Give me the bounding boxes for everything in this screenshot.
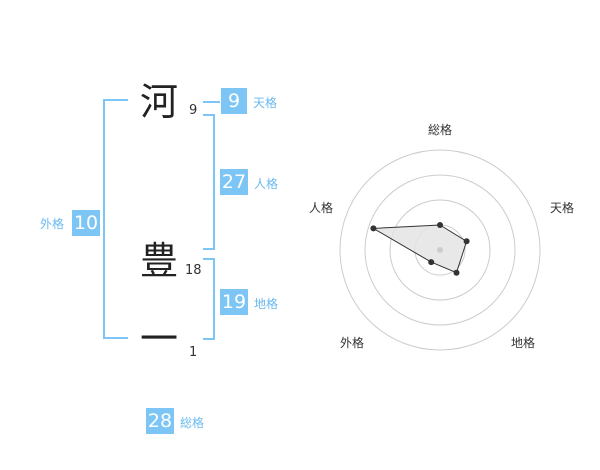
jinkaku-label: 人格 (254, 177, 279, 191)
radar-point-2 (453, 269, 460, 276)
name-char-2: 豊 (140, 239, 179, 283)
stroke-count-1: 9 (189, 103, 198, 118)
gaikaku-bracket-bottom (103, 337, 128, 339)
radar-axis-label-chikaku: 地格 (511, 336, 536, 350)
chikaku-bracket-top (203, 258, 215, 260)
gaikaku-bracket-vertical (103, 99, 105, 339)
radar-ring-2 (389, 199, 491, 301)
radar-point-4 (370, 225, 377, 232)
tenkaku-badge: 9 (221, 88, 247, 114)
gaikaku-badge: 10 (72, 210, 100, 236)
radar-axis-label-gaikaku: 外格 (340, 336, 365, 350)
soukaku-badge: 28 (146, 408, 174, 434)
jinkaku-bracket-bottom (203, 248, 215, 250)
jinkaku-bracket-vertical (213, 114, 215, 250)
radar-axis-label-tenkaku: 天格 (550, 201, 575, 215)
tenkaku-connector (203, 101, 220, 103)
tenkaku-label: 天格 (253, 96, 278, 110)
gaikaku-bracket-top (103, 99, 128, 101)
chikaku-bracket-bottom (203, 338, 215, 340)
radar-point-1 (463, 238, 470, 245)
radar-ring-4 (339, 149, 541, 351)
name-char-3: 一 (140, 317, 179, 361)
soukaku-label: 総格 (180, 416, 205, 430)
stroke-count-3: 1 (189, 345, 198, 360)
chikaku-badge: 19 (220, 289, 248, 315)
chikaku-label: 地格 (254, 297, 279, 311)
jinkaku-bracket-top (203, 114, 215, 116)
name-char-1: 河 (140, 80, 179, 124)
radar-axis-label-jinkaku: 人格 (309, 201, 334, 215)
radar-ring-3 (364, 174, 516, 326)
radar-center-point (437, 247, 443, 253)
chikaku-bracket-vertical (213, 258, 215, 340)
radar-axis-label-soukaku: 総格 (428, 123, 453, 137)
stroke-count-2: 18 (185, 263, 202, 278)
gaikaku-label: 外格 (40, 217, 65, 231)
jinkaku-badge: 27 (220, 169, 248, 195)
radar-point-3 (428, 259, 435, 266)
radar-point-0 (437, 222, 443, 228)
radar-polygon (371, 224, 468, 274)
